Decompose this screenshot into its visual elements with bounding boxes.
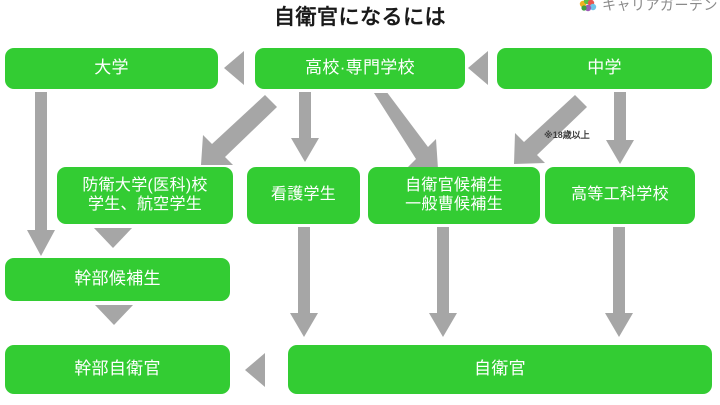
connector-defense-academy-to-officer-cadet [94, 228, 132, 248]
node-sdf-personnel[interactable]: 自衛官 [288, 345, 712, 394]
connector-university-to-officer-cadet [26, 92, 56, 258]
site-logo[interactable]: キャリアガーデン [578, 0, 718, 18]
node-juniorhigh[interactable]: 中学 [497, 48, 712, 89]
annotation-age-note: ※18歳以上 [544, 130, 590, 140]
node-officer[interactable]: 幹部自衛官 [5, 345, 230, 394]
node-defense-academy-line2: 学生、航空学生 [87, 195, 203, 213]
connector-highschool-to-candidate [366, 93, 446, 169]
page-title: 自衛官になるには [274, 6, 446, 29]
connector-juniorhigh-to-highschool [468, 51, 488, 85]
logo-text: キャリアガーデン [602, 0, 718, 13]
flower-logo-icon [578, 0, 598, 15]
node-officer-cadet[interactable]: 幹部候補生 [5, 258, 230, 301]
connector-juniorhigh-to-technical-school [605, 92, 635, 166]
connector-highschool-to-nursing-student [290, 92, 320, 164]
connector-juniorhigh-to-candidate [505, 95, 587, 167]
connector-sdf-to-officer [245, 353, 265, 387]
node-technical-school[interactable]: 高等工科学校 [545, 167, 695, 224]
connector-technical-school-to-sdf [604, 227, 634, 339]
node-candidate-line2: 一般曹候補生 [405, 195, 503, 213]
node-candidate[interactable]: 自衛官候補生 一般曹候補生 [368, 167, 540, 224]
node-university[interactable]: 大学 [5, 48, 218, 89]
connector-highschool-to-university [224, 51, 244, 85]
connector-candidate-to-sdf [428, 227, 458, 339]
connector-nursing-student-to-sdf [289, 227, 319, 339]
node-nursing-student[interactable]: 看護学生 [247, 167, 360, 224]
connector-highschool-to-defense-academy [193, 95, 277, 167]
connector-officer-cadet-to-officer [95, 305, 133, 325]
node-candidate-line1: 自衛官候補生 [405, 176, 503, 194]
node-defense-academy-line1: 防衛大学(医科)校 [82, 176, 208, 194]
node-defense-academy[interactable]: 防衛大学(医科)校 学生、航空学生 [57, 167, 233, 224]
node-highschool[interactable]: 高校·専門学校 [255, 48, 465, 89]
